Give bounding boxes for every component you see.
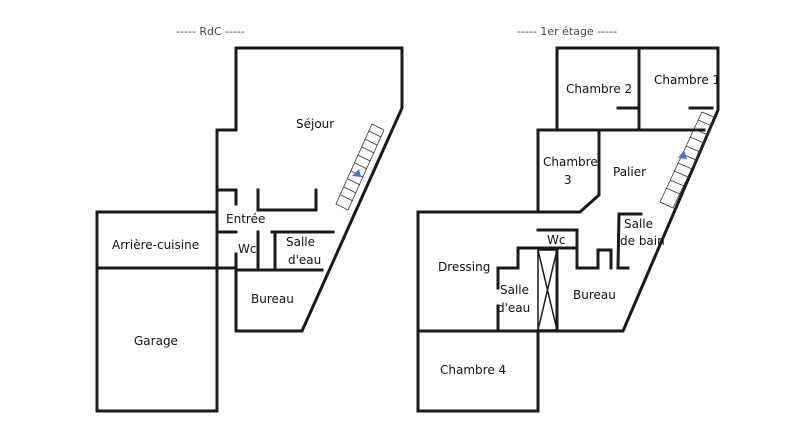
room-label-wc: Wc — [238, 242, 256, 256]
room-label-chambre1: Chambre 1 — [654, 73, 720, 87]
upper-outer-walls — [416, 46, 720, 413]
sejour-opening-walls — [256, 188, 318, 212]
room-label-salle-deau-line2: d'eau — [288, 253, 321, 267]
salle-deau-step-walls — [496, 246, 520, 290]
upper-staircase — [659, 111, 717, 209]
room-label-salle-deau-upper-line1: Salle — [500, 283, 529, 297]
room-label-bureau: Bureau — [251, 292, 294, 306]
upper-floor-caption: ----- 1er étage ----- — [517, 25, 617, 38]
ground-stair-arrow-icon — [352, 169, 361, 177]
ground-staircase — [335, 123, 385, 211]
room-label-entree: Entrée — [226, 212, 265, 226]
room-label-palier: Palier — [613, 165, 646, 179]
upper-stair-arrow-icon — [678, 150, 687, 159]
ground-floor-plan: ----- RdC ----- Séj — [95, 25, 404, 413]
bureau-top-walls — [575, 248, 613, 270]
upper-floor-plan: ----- 1er étage ----- — [416, 25, 720, 413]
chambre3-walls — [536, 128, 601, 214]
void-shaft — [537, 249, 558, 331]
salle-de-bain-walls — [616, 212, 630, 270]
ground-floor-caption: ----- RdC ----- — [176, 25, 245, 38]
room-label-garage: Garage — [134, 334, 178, 348]
room-label-salle-de-bain-line1: Salle — [624, 217, 653, 231]
room-label-salle-deau-line1: Salle — [286, 235, 315, 249]
room-label-bureau-upper: Bureau — [573, 288, 616, 302]
room-label-chambre3-line1: Chambre — [543, 155, 598, 169]
room-label-chambre2: Chambre 2 — [566, 82, 632, 96]
room-label-chambre4: Chambre 4 — [440, 363, 506, 377]
garage-block-walls — [95, 210, 219, 413]
room-label-sejour: Séjour — [296, 117, 334, 131]
room-label-dressing: Dressing — [438, 260, 490, 274]
room-label-wc-upper: Wc — [547, 233, 565, 247]
ground-outer-walls — [215, 46, 404, 333]
room-label-salle-deau-upper-line2: d'eau — [497, 301, 530, 315]
room-label-chambre3-line2: 3 — [564, 173, 572, 187]
room-label-salle-de-bain-line2: de bain — [620, 234, 665, 248]
room-label-arriere-cuisine: Arrière-cuisine — [112, 238, 199, 252]
